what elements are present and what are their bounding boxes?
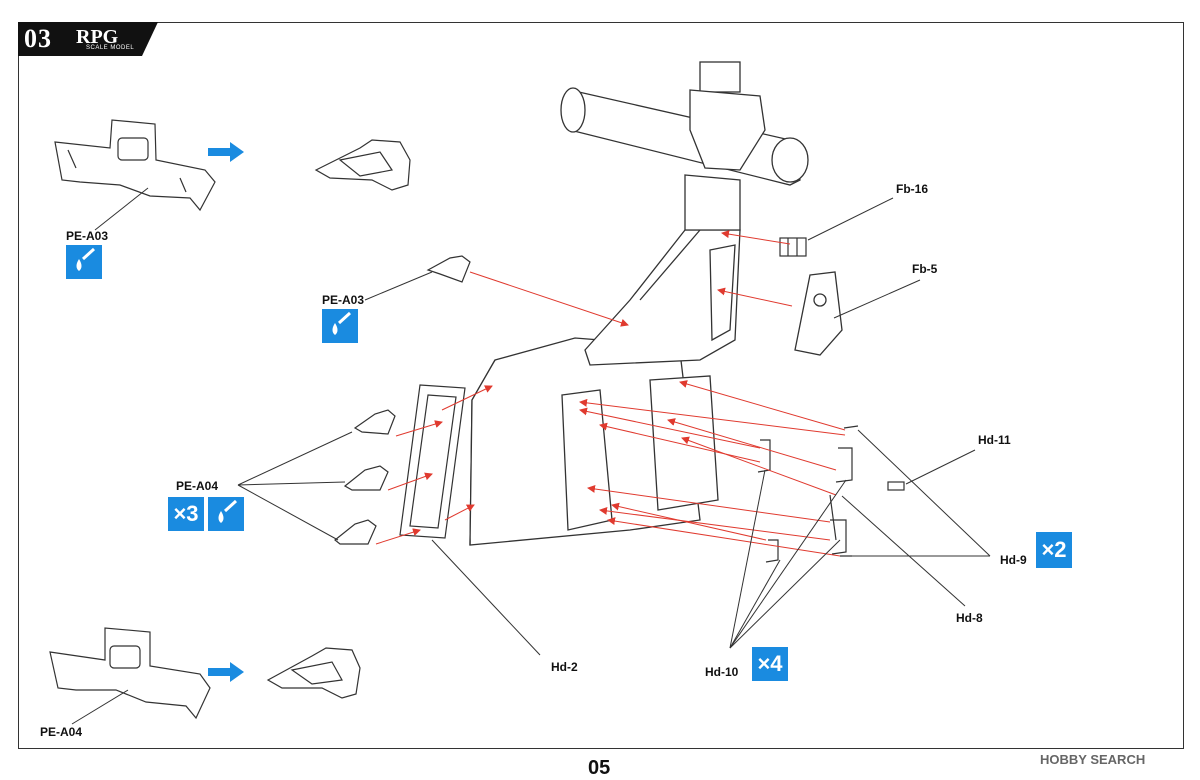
blue-arrow-top [208,142,244,162]
pe-a04-flat-part [49,627,211,720]
label-hd8: Hd-8 [956,611,983,625]
page-number: 05 [588,757,611,779]
main-housing [469,337,719,546]
glue-drop-icon [66,245,102,279]
brand-name: RPG [76,26,119,48]
brand-subtitle: SCALE MODEL [86,45,135,51]
fb5-part [794,271,843,356]
hd2-frame [399,384,466,539]
leader-lines [237,197,991,656]
step-logo [18,22,158,56]
assembly-arrows [375,230,846,557]
pe-a04-folded-part [266,647,361,699]
page-frame [18,22,1184,749]
label-fb16: Fb-16 [896,182,929,196]
tower [584,229,741,366]
label-fb5: Fb-5 [912,262,938,276]
label-pe-a03-top: PE-A03 [66,229,109,243]
label-pe-a03-mid: PE-A03 [322,293,365,307]
step-number: 03 [24,24,52,53]
watermark: HOBBY SEARCH [1040,752,1146,767]
pe-a03-mid-part [426,255,471,283]
label-hd2: Hd-2 [551,660,578,674]
multiplier-badge-hd9: ×2 [1036,532,1072,568]
label-pe-a04-mid: PE-A04 [176,479,219,493]
label-hd11: Hd-11 [978,433,1011,447]
label-hd10: Hd-10 [705,665,739,679]
blue-arrow-bottom [208,662,244,682]
multiplier-badge-pe-a04: ×3 [168,497,204,531]
fb16-part [779,237,807,257]
label-pe-a04-bottom: PE-A04 [40,725,83,739]
label-hd9: Hd-9 [1000,553,1027,567]
glue-drop-icon [322,309,358,343]
launcher-assembly [560,61,809,231]
small-hardware-parts [757,425,905,563]
pe-a03-flat-part [54,119,216,212]
glue-drop-icon [208,497,244,531]
multiplier-badge-hd10: ×4 [752,647,788,681]
pe-a04-mid-parts [334,409,396,545]
pe-a03-folded-part [314,139,411,191]
